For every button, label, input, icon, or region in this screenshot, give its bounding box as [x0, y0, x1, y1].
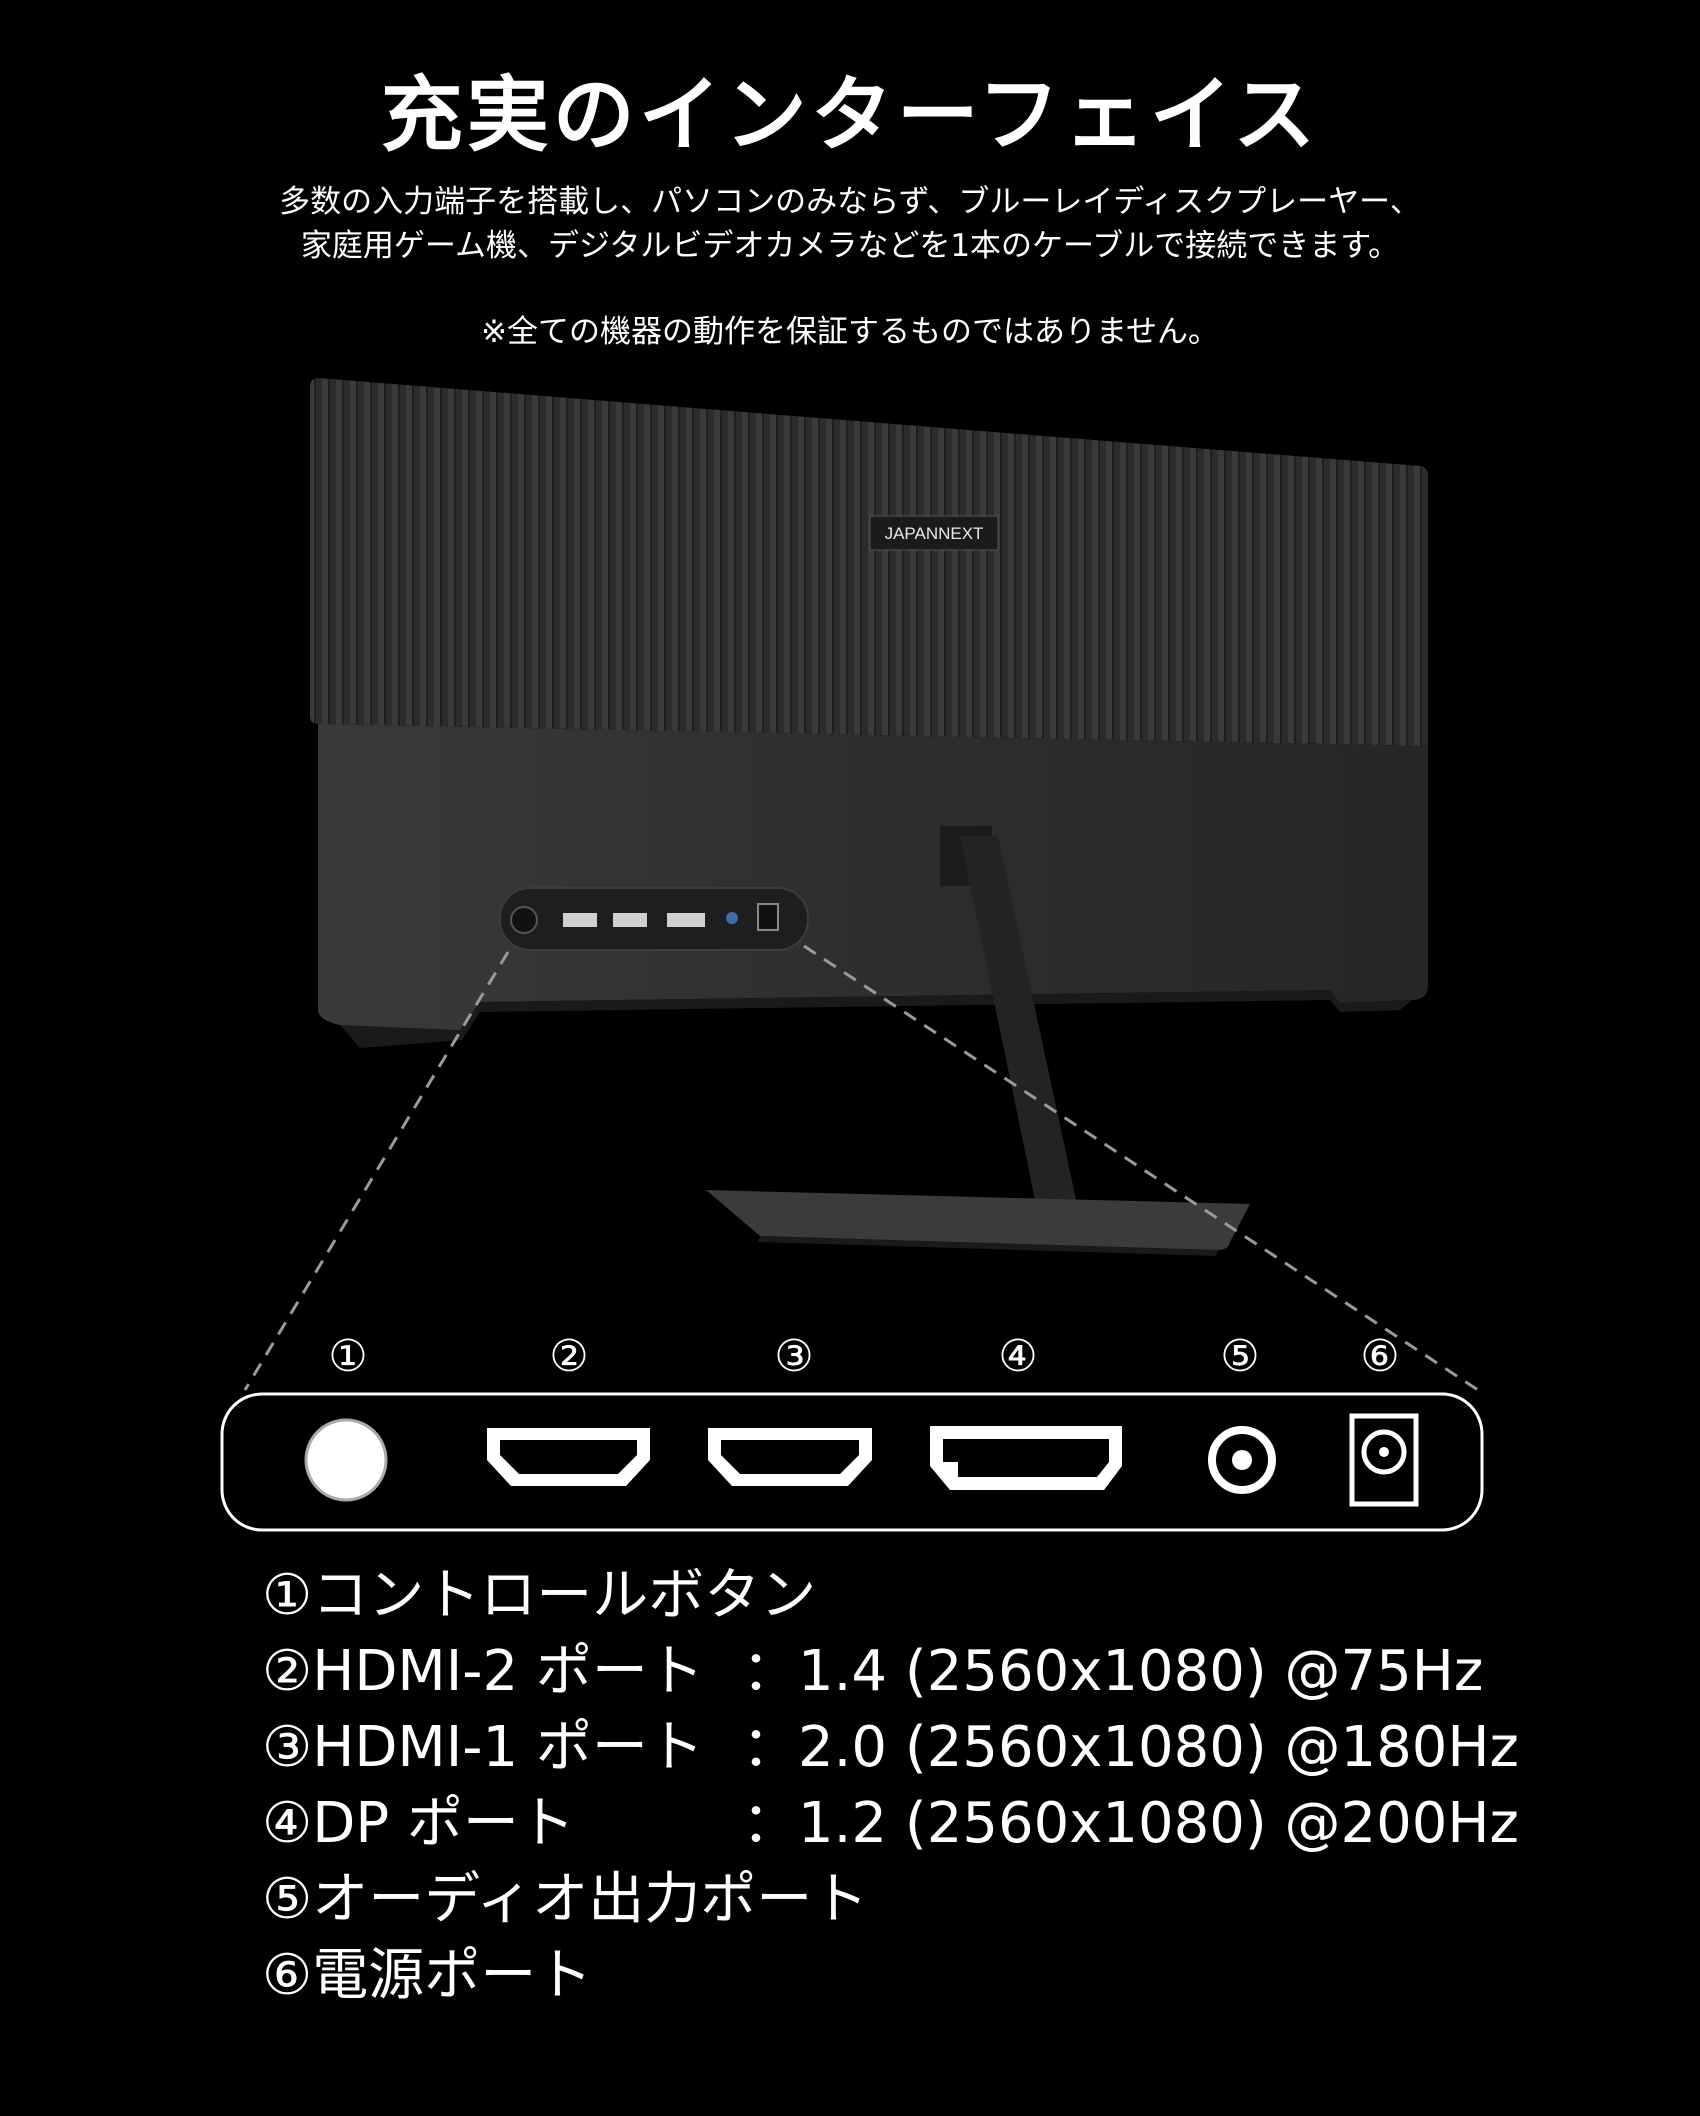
- rear-port-cluster: [499, 887, 809, 951]
- legend-item-power: ⑥電源ポート: [262, 1938, 868, 2014]
- port-legend: ①コントロールボタン ②HDMI-2 ポート ：1.4 (2560x1080) …: [262, 1558, 1519, 2014]
- port-number-5: ⑤: [1220, 1331, 1260, 1382]
- legend-label: ⑥電源ポート: [262, 1943, 593, 2008]
- legend-label: ③HDMI-1 ポート: [262, 1715, 704, 1780]
- monitor-rear-ribbed-panel: [310, 378, 1428, 746]
- rear-hdmi-1: [613, 913, 647, 927]
- rear-power-jack: [757, 903, 779, 931]
- guide-line-left: [243, 951, 510, 1391]
- rear-control-button: [510, 906, 538, 934]
- port-number-4: ④: [998, 1331, 1038, 1382]
- legend-item-control-button: ①コントロールボタン: [262, 1558, 868, 1634]
- rear-hdmi-2: [563, 913, 597, 927]
- port-number-6: ⑥: [1360, 1331, 1400, 1382]
- legend-label: ①コントロールボタン: [262, 1563, 817, 1628]
- monitor-bottom-edge: [340, 990, 1412, 1048]
- intro-line-2: 家庭用ゲーム機、デジタルビデオカメラなどを1本のケーブルで接続できます。: [300, 228, 1400, 264]
- legend-label: ④DP ポート: [262, 1791, 575, 1856]
- stand-neck: [960, 836, 1080, 1224]
- stand-base: [706, 1190, 1250, 1250]
- port-number-3: ③: [774, 1331, 814, 1382]
- rear-audio-jack: [726, 912, 738, 924]
- legend-spec: ：1.2 (2560x1080) @200Hz: [742, 1791, 1519, 1856]
- legend-item-hdmi-2: ②HDMI-2 ポート ：1.4 (2560x1080) @75Hz: [262, 1634, 1483, 1710]
- guide-line-right: [803, 944, 1479, 1392]
- rear-dp: [667, 913, 705, 927]
- legend-spec: ：2.0 (2560x1080) @180Hz: [742, 1715, 1519, 1780]
- displayport-icon: [930, 1426, 1122, 1490]
- legend-item-hdmi-1: ③HDMI-1 ポート ：2.0 (2560x1080) @180Hz: [262, 1710, 1519, 1786]
- intro-text: 多数の入力端子を搭載し、パソコンのみならず、ブルーレイディスクプレーヤー、 家庭…: [0, 180, 1700, 268]
- hdmi-1-port-icon: [708, 1428, 872, 1486]
- control-button-icon: [304, 1418, 388, 1502]
- power-jack-icon: [1349, 1413, 1419, 1507]
- brand-logo-text: JAPANNEXT: [885, 524, 984, 543]
- disclaimer-note: ※全ての機器の動作を保証するものではありません。: [480, 314, 1220, 350]
- brand-badge: [869, 515, 999, 551]
- port-number-1: ①: [328, 1331, 368, 1382]
- legend-label: ②HDMI-2 ポート: [262, 1639, 704, 1704]
- intro-line-1: 多数の入力端子を搭載し、パソコンのみならず、ブルーレイディスクプレーヤー、: [279, 184, 1421, 220]
- audio-jack-icon: [1208, 1426, 1276, 1494]
- port-number-2: ②: [549, 1331, 589, 1382]
- page-title: 充実のインターフェイス: [380, 68, 1320, 163]
- legend-spec: ：1.4 (2560x1080) @75Hz: [742, 1639, 1484, 1704]
- legend-item-displayport: ④DP ポート ：1.2 (2560x1080) @200Hz: [262, 1786, 1519, 1862]
- hdmi-2-port-icon: [487, 1428, 650, 1486]
- legend-item-audio-out: ⑤オーディオ出力ポート: [262, 1862, 868, 1938]
- monitor-rear-lower-panel: [318, 724, 1428, 1040]
- legend-label: ⑤オーディオ出力ポート: [262, 1867, 869, 1932]
